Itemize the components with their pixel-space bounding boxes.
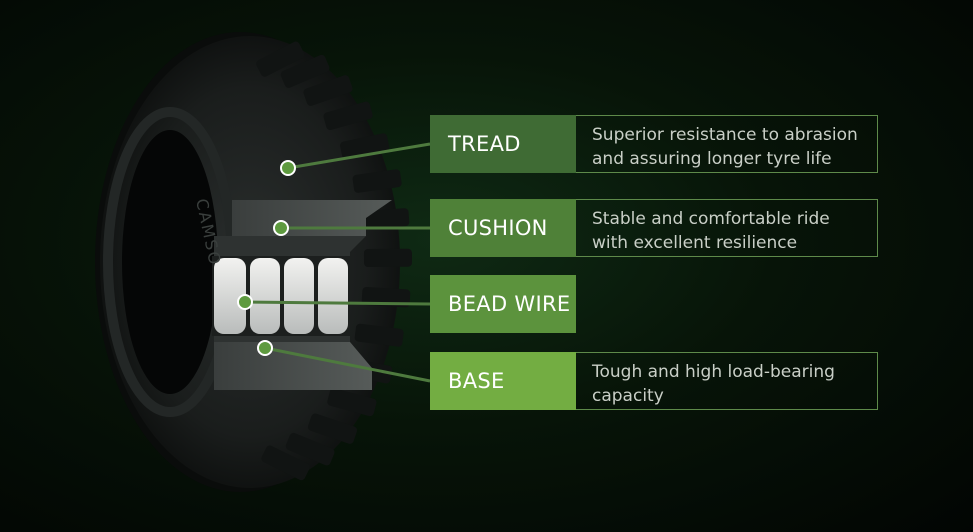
tread-block xyxy=(285,432,335,466)
tread-block xyxy=(280,54,330,88)
connector-lines xyxy=(237,142,431,383)
tread-block xyxy=(354,323,404,347)
tread-pattern xyxy=(256,41,413,481)
connector-line xyxy=(264,346,431,383)
description-line: Superior resistance to abrasion xyxy=(592,125,858,145)
description-line: Stable and comfortable ride xyxy=(592,209,830,229)
tread-block xyxy=(363,248,413,267)
tread-block xyxy=(256,41,305,77)
connector-line xyxy=(287,142,431,170)
description-line: Tough and high load-bearing xyxy=(592,362,835,382)
connector-dot xyxy=(280,160,296,176)
layer-description-base: Tough and high load-bearing capacity xyxy=(576,352,878,410)
tread-block xyxy=(307,413,358,444)
cutaway-section xyxy=(212,200,392,390)
tread-block xyxy=(261,445,310,481)
connector-dot xyxy=(257,340,273,356)
bead-wire-bundle xyxy=(214,258,348,334)
tread-block xyxy=(323,101,373,130)
tread-block xyxy=(327,388,377,417)
tread-block xyxy=(303,75,353,106)
layer-description-tread: Superior resistance to abrasion and assur… xyxy=(576,115,878,173)
tread-block xyxy=(360,208,410,230)
layer-label-bead-wire: BEAD WIRE xyxy=(430,275,576,333)
layer-description-cushion: Stable and comfortable ride with excellen… xyxy=(576,199,878,257)
layer-label-cushion: CUSHION xyxy=(430,199,576,257)
connector-dot xyxy=(237,294,253,310)
layer-label-tread: TREAD xyxy=(430,115,576,173)
description-line: capacity xyxy=(592,386,664,406)
layer-label-base: BASE xyxy=(430,352,576,410)
description-line: and assuring longer tyre life xyxy=(592,149,832,169)
connector-dot xyxy=(273,220,289,236)
connector-line xyxy=(244,300,431,306)
tread-block xyxy=(352,169,402,193)
description-line: with excellent resilience xyxy=(592,233,798,253)
